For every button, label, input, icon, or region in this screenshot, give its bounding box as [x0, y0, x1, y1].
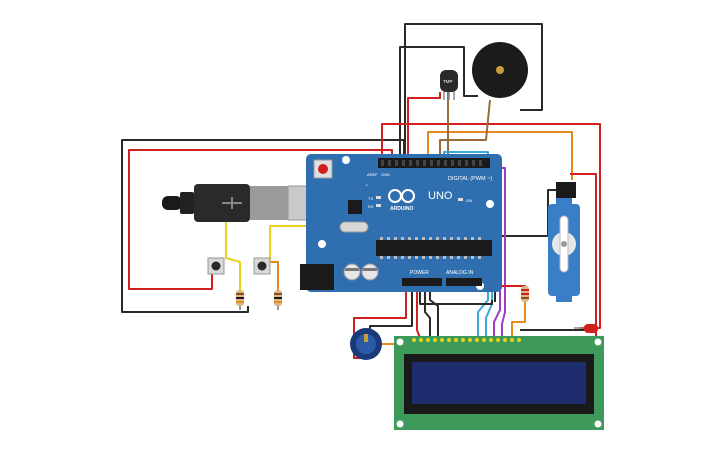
led-body [584, 324, 598, 333]
wire-orange-lcd[interactable] [511, 296, 526, 338]
wire-brown-buzzer[interactable] [439, 99, 491, 160]
analog-header[interactable] [446, 278, 482, 286]
microcontroller-chip [376, 240, 492, 256]
pot-pointer [364, 334, 368, 342]
l-label: L [366, 182, 369, 187]
tx-label: TX [368, 196, 373, 201]
mount-hole-3 [318, 240, 326, 248]
rx-label: RX [368, 204, 374, 209]
pot-knob-inner[interactable] [356, 334, 376, 354]
arduino-model-label: UNO [428, 190, 453, 202]
wire-red-bottom[interactable] [353, 282, 407, 359]
analog-header-label: ANALOG IN [446, 270, 474, 276]
temp-sensor-body [440, 70, 458, 92]
digital-header[interactable] [378, 158, 490, 168]
capacitor-1 [343, 263, 361, 281]
lcd-pins [412, 338, 521, 342]
push-button-1[interactable] [207, 257, 225, 275]
capacitor-1-top [345, 268, 359, 271]
lcd-screen [412, 362, 586, 404]
arduino-brand-label: ARDUINO [390, 206, 413, 212]
wire-black-bottom-2[interactable] [419, 282, 493, 305]
reset-button-cap[interactable] [318, 164, 328, 174]
lcd-mount-hole-4 [594, 420, 602, 428]
usb-chip [348, 200, 362, 214]
usb-symbol-icon [222, 197, 242, 209]
lcd-mount-hole-1 [396, 338, 404, 346]
servo-motor[interactable] [548, 182, 580, 302]
buzzer-center [496, 66, 504, 74]
tx-led [376, 196, 381, 199]
wire-black-top-1[interactable] [399, 46, 478, 160]
servo-horn-screw [561, 241, 567, 247]
crystal-oscillator [339, 221, 369, 233]
wire-red-servo[interactable] [570, 173, 597, 338]
wire-orange-1[interactable] [427, 131, 573, 180]
resistor-2[interactable] [274, 290, 282, 306]
wire-red-left-loop[interactable] [128, 149, 393, 290]
push-button-2[interactable] [253, 257, 271, 275]
power-jack[interactable] [300, 264, 334, 290]
on-led [458, 198, 463, 201]
mount-hole-2 [486, 200, 494, 208]
temp-sensor-label: TMP [443, 79, 453, 84]
push-button-2-cap[interactable] [257, 261, 267, 271]
mount-hole-1 [342, 156, 350, 164]
usb-cable[interactable] [162, 184, 323, 222]
usb-cable-plug-metal [250, 186, 290, 220]
wire-black-top-2[interactable] [404, 23, 543, 160]
red-led[interactable] [574, 324, 598, 333]
servo-tab-bottom [556, 294, 572, 302]
wire-orange-button[interactable] [270, 261, 279, 300]
capacitor-2 [361, 263, 379, 281]
usb-cable-ferrite [180, 192, 194, 214]
gnd-label: GND [381, 172, 390, 177]
resistor-3[interactable] [521, 286, 529, 302]
push-button-1-cap[interactable] [211, 261, 221, 271]
servo-tab-top [556, 198, 572, 206]
wire-red-top[interactable] [407, 92, 441, 160]
resistor-1[interactable] [236, 290, 244, 306]
lcd-16x2-display[interactable] [394, 336, 604, 430]
wire-black-bottom-3[interactable] [424, 282, 431, 338]
potentiometer[interactable] [350, 328, 382, 360]
power-header-label: POWER [410, 270, 429, 276]
servo-connector [556, 182, 576, 198]
arduino-logo-right [401, 189, 415, 203]
aref-label: AREF [367, 172, 378, 177]
digital-header-label: DIGITAL (PWM ~) [448, 176, 492, 182]
wire-red-lcd-pin[interactable] [416, 282, 421, 339]
arduino-uno-board[interactable]: DIGITAL (PWM ~) AREF GND ARDUINO UNO TX … [300, 154, 502, 292]
lcd-mount-hole-3 [396, 420, 404, 428]
lcd-mount-hole-2 [594, 338, 602, 346]
on-label: ON [466, 198, 472, 203]
power-header[interactable] [402, 278, 442, 286]
rx-led [376, 204, 381, 207]
capacitor-2-top [363, 268, 377, 271]
temperature-sensor[interactable]: TMP [440, 70, 458, 100]
piezo-buzzer[interactable] [472, 42, 528, 98]
usb-cable-end [162, 196, 182, 210]
